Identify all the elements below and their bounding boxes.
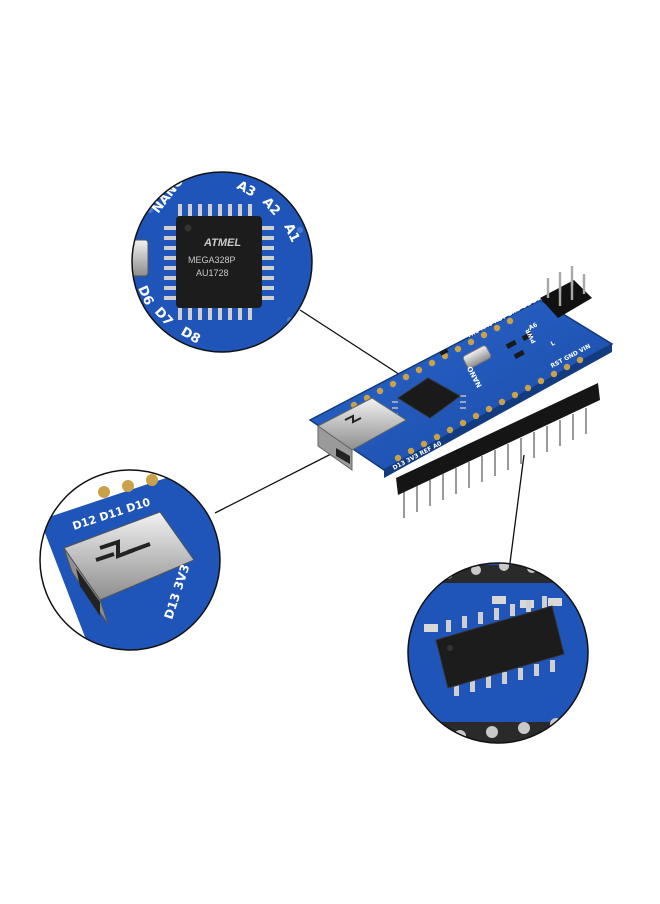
- zoom-usb-connector: D12 D11 D10 D13 3V3: [39, 469, 221, 651]
- chip-logo: ATMEL: [203, 237, 241, 249]
- leader-lines: [214, 309, 525, 564]
- zoom-usb-connector-icon: [63, 511, 195, 625]
- chip-line2: AU1728: [196, 268, 229, 278]
- board-label-led: L: [550, 340, 557, 348]
- crystal-oscillator: [462, 345, 492, 369]
- zoom-usb-serial-chip: [407, 562, 589, 744]
- zoom-soic-chip-icon: [435, 605, 565, 689]
- leader-line-usb: [214, 451, 336, 514]
- icsp-header: [540, 266, 592, 318]
- usb-connector-icon: [317, 397, 407, 471]
- zoom-microcontroller: ATMEL MEGA328P AU1728 NANO A3 A2 A1 D6 D…: [131, 171, 313, 353]
- chip-line1: MEGA328P: [188, 255, 236, 265]
- microcontroller-chip: [392, 377, 466, 419]
- chip-icon: [176, 216, 262, 308]
- bottom-header-pins: [403, 408, 587, 518]
- bottom-pin-holes: [394, 356, 584, 462]
- board-label-a6: A6: [528, 321, 539, 331]
- top-pin-holes: [350, 317, 514, 409]
- arduino-nano-board: TX1 RX0 RST GND D2 D3 D13 3V3 REF A0 RST…: [308, 266, 614, 518]
- leader-line-regulator: [509, 454, 525, 564]
- leader-line-chip: [299, 309, 409, 381]
- bottom-header-strip: [396, 383, 600, 495]
